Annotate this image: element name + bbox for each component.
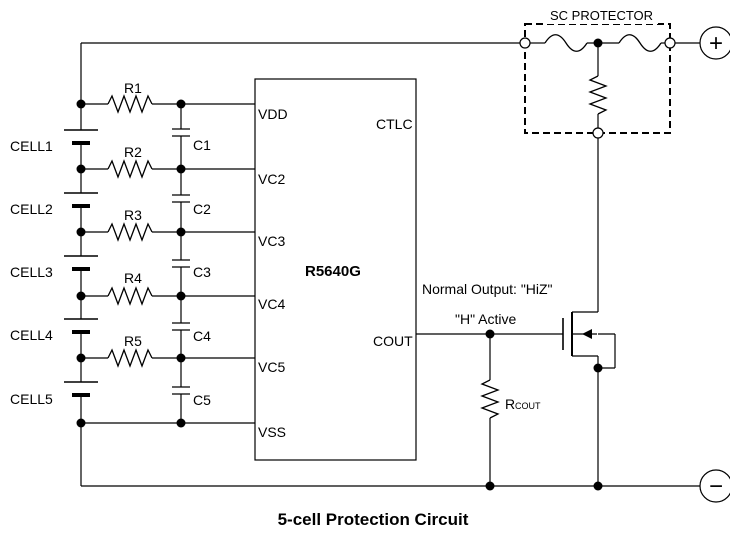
r5-label: R5: [124, 333, 142, 349]
sc-ctrl-terminal: [592, 127, 604, 139]
resistor-row-2: R2: [81, 144, 255, 179]
resistor-r4: [107, 286, 153, 306]
negative-terminal: −: [699, 469, 730, 503]
r4-label: R4: [124, 270, 142, 286]
positive-terminal: +: [699, 26, 730, 60]
r3-label: R3: [124, 207, 142, 223]
pin-vc4-label: VC4: [258, 296, 285, 312]
resistor-r3: [107, 222, 153, 242]
diagram-caption: 5-cell Protection Circuit: [278, 510, 469, 529]
pin-vss-label: VSS: [258, 424, 286, 440]
resistor-row-5: R5: [81, 333, 255, 368]
fuse-right: [618, 34, 662, 52]
cell-1-label: CELL1: [10, 138, 53, 154]
r1-label: R1: [124, 80, 142, 96]
ic-name: R5640G: [305, 263, 361, 280]
sc-in-terminal: [519, 37, 531, 49]
resistor-r2: [107, 159, 153, 179]
resistor-r1: [107, 94, 153, 114]
resistor-row-3: R3: [81, 207, 255, 242]
resistor-row-4: R4: [81, 270, 255, 306]
heater-resistor: [588, 75, 608, 115]
capacitor-column: C1 C2 C3 C4 C5: [172, 104, 211, 423]
positive-terminal-symbol: +: [709, 30, 723, 57]
pin-ctlc-label: CTLC: [376, 116, 413, 132]
cell-4-label: CELL4: [10, 327, 53, 343]
pin-cout-label: COUT: [373, 333, 413, 349]
r2-label: R2: [124, 144, 142, 160]
sc-protector-label: SC PROTECTOR: [550, 8, 653, 23]
negative-terminal-symbol: −: [709, 473, 723, 500]
normal-output-note: Normal Output: "HiZ": [422, 281, 553, 297]
battery-string: CELL1 CELL2 CELL3 CELL4 CELL5: [10, 104, 98, 486]
cell-2-label: CELL2: [10, 201, 53, 217]
cell-4-symbol: [64, 318, 98, 334]
rcout-label: R: [505, 396, 515, 412]
pin-vc5-label: VC5: [258, 359, 285, 375]
pin-vc3-label: VC3: [258, 233, 285, 249]
mosfet: [562, 312, 616, 373]
c4-label: C4: [193, 328, 211, 344]
cell-3-symbol: [64, 255, 98, 271]
resistor-rcout: [480, 379, 500, 419]
left-junctions: [76, 99, 186, 428]
rcout-subscript: COUT: [515, 401, 541, 411]
resistor-row-1: R1: [81, 80, 255, 114]
c1-label: C1: [193, 137, 211, 153]
sc-protector: SC PROTECTOR: [519, 8, 676, 139]
cell-3-label: CELL3: [10, 264, 53, 280]
resistor-r5: [107, 348, 153, 368]
cell-2-symbol: [64, 192, 98, 208]
pin-vdd-label: VDD: [258, 106, 288, 122]
cell-5-symbol: [64, 381, 98, 397]
ic-r5640g: VDD VC2 VC3 VC4 VC5 VSS CTLC COUT R5640G: [254, 78, 417, 461]
c3-label: C3: [193, 264, 211, 280]
c5-label: C5: [193, 392, 211, 408]
fuse-left: [544, 34, 588, 52]
active-note: "H" Active: [455, 311, 517, 327]
sc-out-terminal: [664, 37, 676, 49]
c2-label: C2: [193, 201, 211, 217]
pin-vc2-label: VC2: [258, 171, 285, 187]
cell-5-label: CELL5: [10, 391, 53, 407]
cell-1-symbol: [64, 129, 98, 145]
